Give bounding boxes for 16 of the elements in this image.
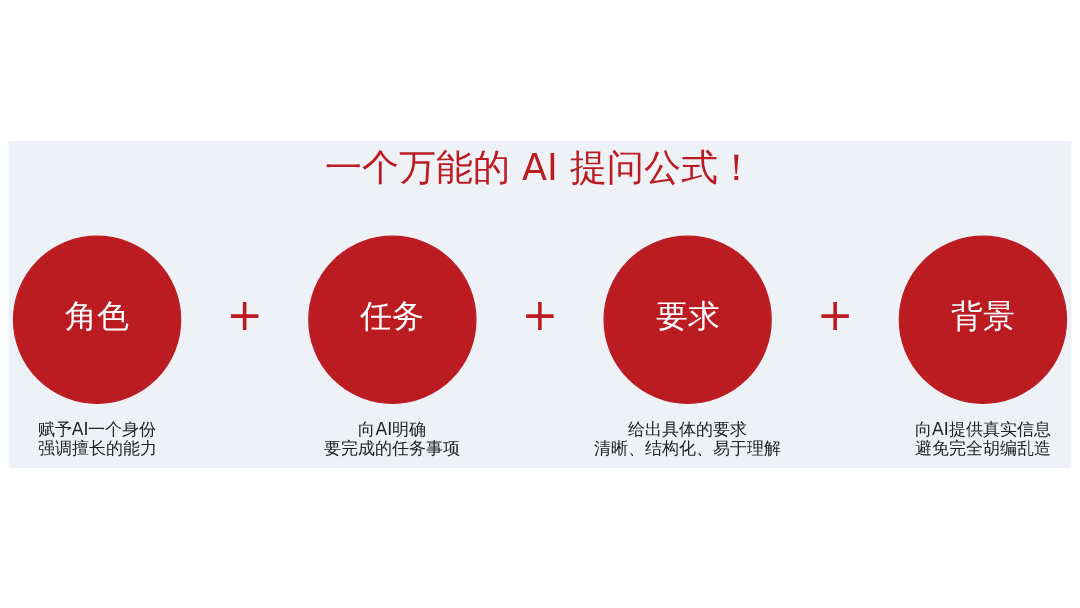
diagram-title: 一个万能的 AI 提问公式！: [325, 145, 755, 189]
label: +: [816, 288, 854, 340]
node-label: 向AI明确: [358, 418, 427, 439]
node-circle: 任务: [308, 235, 477, 404]
node-circle: 角色: [12, 235, 182, 404]
node-circle: 要求: [603, 235, 772, 404]
node-label: 向AI提供真实信息: [915, 418, 1051, 439]
node-circle: 背景: [898, 235, 1068, 404]
node-label: 赋予AI一个身份: [37, 418, 157, 439]
label: +: [521, 288, 559, 340]
node-label: 要完成的任务事项: [324, 437, 461, 458]
node-label: 给出具体的要求: [628, 418, 748, 439]
node-label: 强调擅长的能力: [37, 437, 157, 458]
node-label: 避免完全胡编乱造: [914, 437, 1051, 458]
node-label: 清晰、结构化、易于理解: [594, 437, 782, 458]
label: +: [226, 288, 264, 340]
